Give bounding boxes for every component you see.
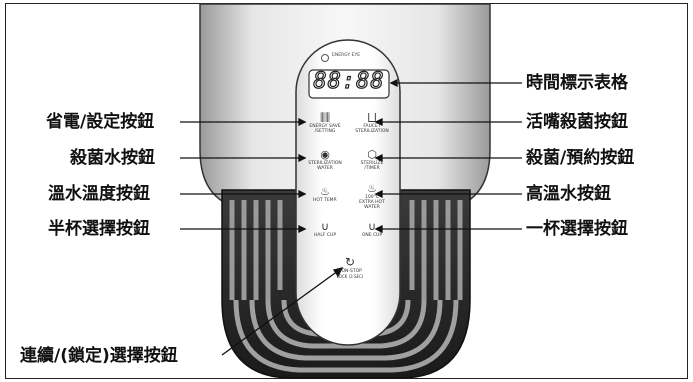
- energy-eye-icon: [321, 54, 329, 62]
- callout-extra-hot-water: 高溫水按鈕: [526, 184, 611, 204]
- time-display: [308, 69, 390, 99]
- callout-one-cup: 一杯選擇按鈕: [526, 219, 628, 239]
- energy-eye-label: ENERGY EYE: [332, 53, 361, 58]
- button-one-cup[interactable]: ∪ ONE CUP: [352, 220, 392, 239]
- button-label-line1: 100°C: [365, 195, 379, 200]
- button-label-line1: NON-STOP: [338, 269, 362, 274]
- button-label-line1: STERILIZATION: [308, 161, 342, 166]
- button-label-line1: HALF CUP: [313, 233, 337, 238]
- extra-hot-water-icon: ♨: [367, 182, 377, 195]
- button-label-line2: /TIMER: [364, 166, 380, 171]
- callout-hot-temp: 溫水溫度按鈕: [48, 184, 150, 204]
- button-label-line1: HOT TEMP.: [312, 198, 338, 203]
- button-sterilize-timer[interactable]: ⬡ STERILIZE /TIMER: [352, 148, 392, 172]
- button-label-line2: /SETTING: [314, 129, 336, 134]
- display-digits: 88:88: [313, 68, 385, 94]
- button-label-line1: ONE CUP: [361, 233, 383, 238]
- button-half-cup[interactable]: ∪ HALF CUP: [305, 220, 345, 239]
- callout-sterilization-water: 殺菌水按鈕: [70, 148, 155, 168]
- callout-sterilize-timer: 殺菌/預約按鈕: [526, 148, 635, 168]
- button-label-line2: EXTRA HOT: [359, 200, 385, 205]
- button-sterilization-water[interactable]: ◉ STERILIZATION WATER: [303, 148, 347, 172]
- non-stop-icon: ↻: [344, 255, 356, 269]
- button-non-stop-lock[interactable]: ↻ NON-STOP LOCK (3 SEC): [330, 255, 370, 280]
- one-cup-icon: ∪: [367, 220, 377, 233]
- callout-non-stop-lock: 連續/(鎖定)選擇按鈕: [20, 346, 178, 366]
- button-label-line1: ENERGY SAVE: [309, 124, 341, 129]
- sterilize-timer-icon: ⬡: [367, 148, 377, 161]
- button-label-line3: WATER: [364, 205, 380, 210]
- button-label-line2: STERILIZATION: [355, 129, 389, 134]
- button-label-line1: FAUCET: [363, 124, 381, 129]
- button-label-line2: LOCK (3 SEC): [336, 274, 364, 279]
- sterilization-water-icon: ◉: [320, 148, 330, 161]
- callout-faucet-sterilization: 活嘴殺菌按鈕: [526, 112, 628, 132]
- button-hot-temp[interactable]: ♨ HOT TEMP.: [305, 185, 345, 204]
- button-energy-save-setting[interactable]: ⫼⫼ ENERGY SAVE /SETTING: [305, 111, 345, 135]
- half-cup-icon: ∪: [320, 220, 330, 233]
- sliders-icon: ⫼⫼: [319, 111, 331, 124]
- callout-energy-save-setting: 省電/設定按鈕: [46, 112, 155, 132]
- button-label-line2: WATER: [317, 166, 333, 171]
- hot-temp-icon: ♨: [320, 185, 330, 198]
- faucet-icon: ⨆: [367, 111, 377, 124]
- button-faucet-sterilization[interactable]: ⨆ FAUCET STERILIZATION: [350, 111, 394, 135]
- callout-lines: [180, 78, 522, 356]
- button-extra-hot-water[interactable]: ♨ 100°C EXTRA HOT WATER: [352, 182, 392, 211]
- callout-time-display: 時間標示表格: [526, 73, 628, 93]
- button-label-line1: STERILIZE: [360, 161, 384, 166]
- control-panel: [295, 39, 401, 346]
- callout-half-cup: 半杯選擇按鈕: [48, 219, 150, 239]
